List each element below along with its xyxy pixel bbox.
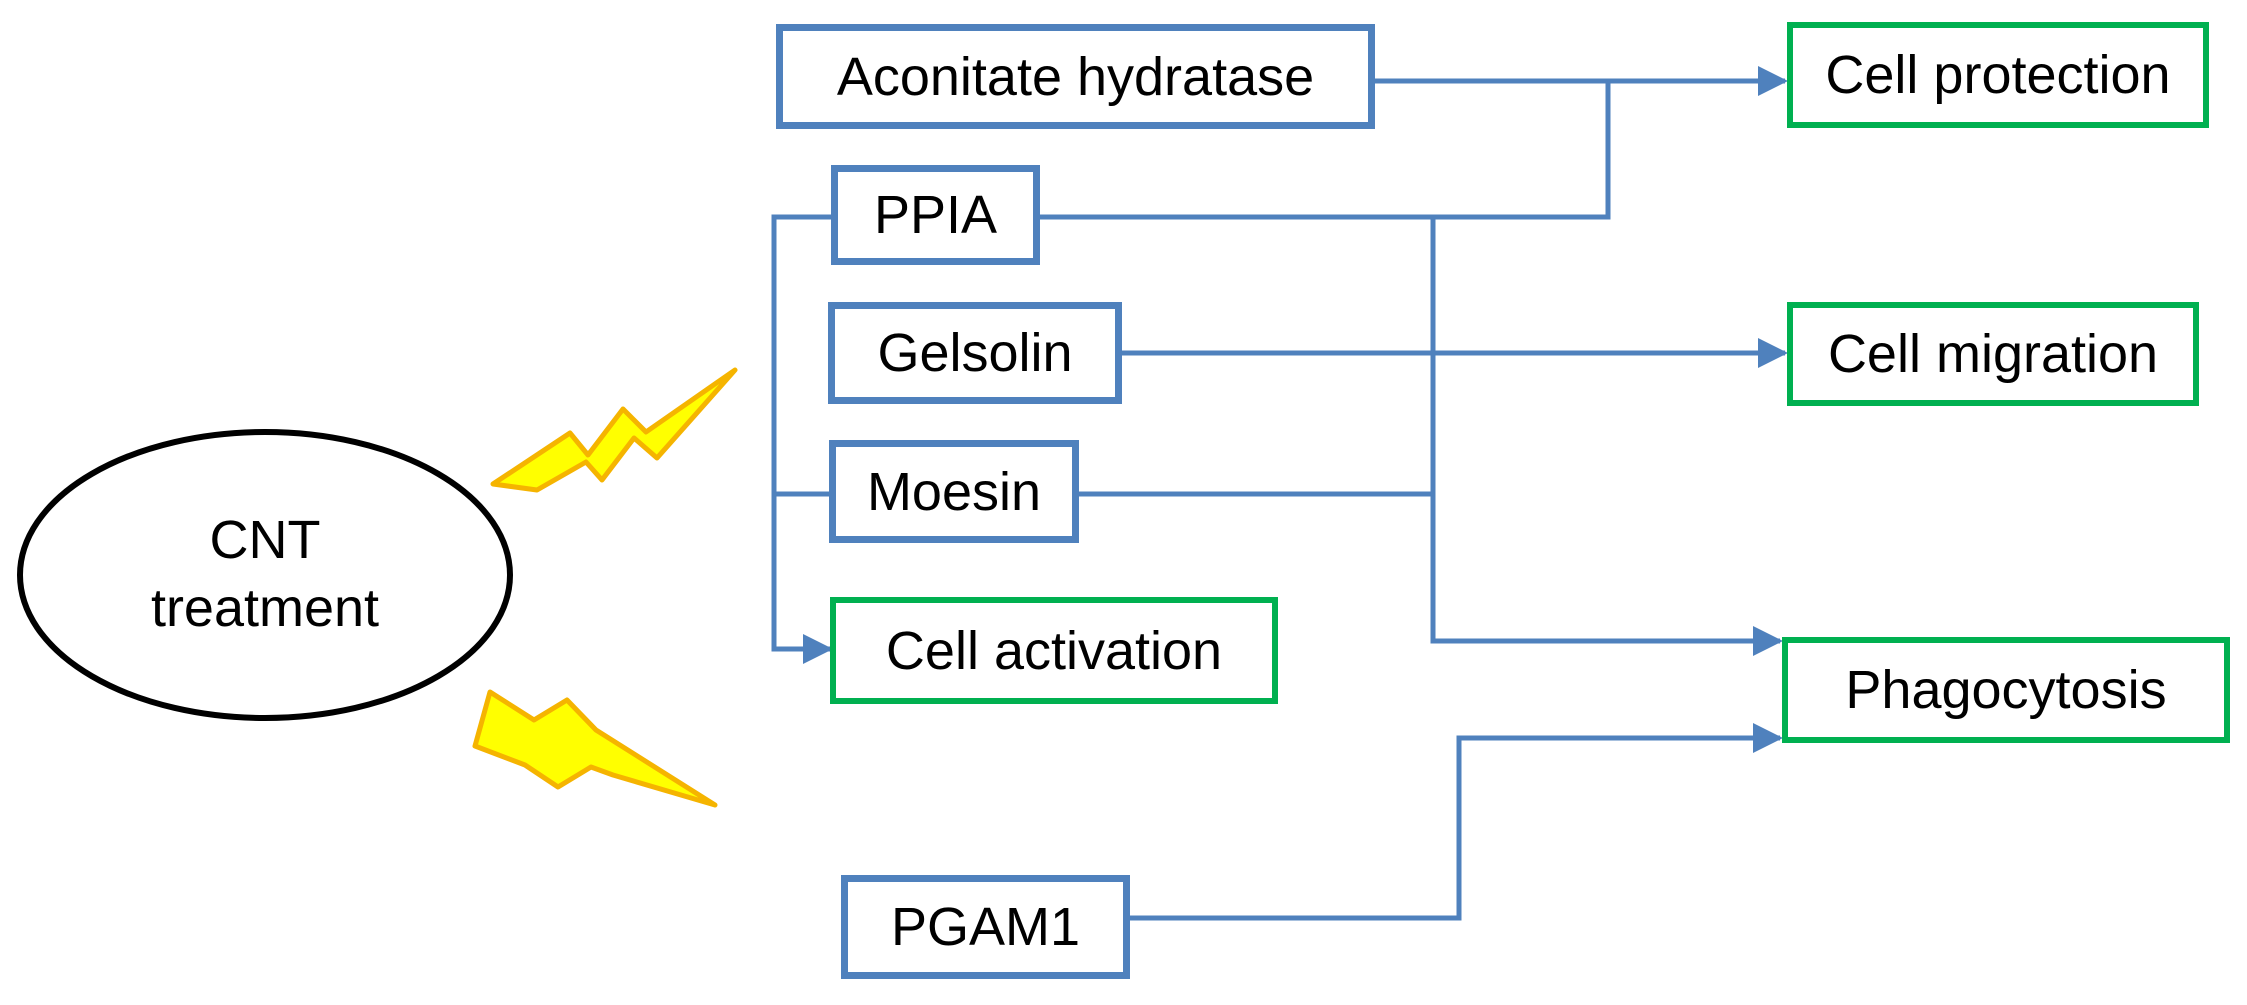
- process-label-cell-migration: Cell migration: [1827, 324, 2159, 384]
- cnt-treatment-line2: treatment: [150, 578, 380, 638]
- lightning-bolt-icon-upper: [490, 367, 738, 493]
- protein-box-pgam1: PGAM1: [841, 875, 1130, 979]
- cnt-treatment-ellipse: [17, 429, 513, 721]
- protein-label-gelsolin: Gelsolin: [877, 323, 1073, 383]
- process-box-cell-migration: Cell migration: [1787, 302, 2199, 406]
- protein-label-aconitate-hydratase: Aconitate hydratase: [836, 46, 1315, 107]
- protein-box-gelsolin: Gelsolin: [828, 302, 1122, 404]
- lightning-bolt-icon-lower: [472, 689, 718, 808]
- protein-label-moesin: Moesin: [866, 461, 1042, 522]
- protein-label-pgam1: PGAM1: [890, 897, 1081, 957]
- process-label-phagocytosis: Phagocytosis: [1845, 660, 2167, 720]
- connector-pgam1-to-phagocytosis: [1130, 723, 1783, 921]
- process-box-cell-protection: Cell protection: [1787, 22, 2209, 128]
- cnt-treatment-label: CNT treatment: [115, 506, 415, 642]
- connector-ppia-to-protection: [1040, 81, 1611, 220]
- process-box-phagocytosis: Phagocytosis: [1782, 637, 2230, 743]
- protein-box-ppia: PPIA: [831, 165, 1040, 265]
- protein-box-moesin: Moesin: [829, 440, 1079, 543]
- process-box-cell-activation: Cell activation: [830, 597, 1278, 704]
- connector-trunk-to-phagocytosis: [1430, 217, 1783, 656]
- process-label-cell-protection: Cell protection: [1825, 45, 2171, 105]
- process-label-cell-activation: Cell activation: [885, 620, 1223, 681]
- protein-label-ppia: PPIA: [873, 185, 998, 245]
- connector-left-bracket: [771, 214, 833, 664]
- cnt-treatment-line1: CNT: [209, 510, 321, 570]
- protein-box-aconitate-hydratase: Aconitate hydratase: [776, 24, 1375, 129]
